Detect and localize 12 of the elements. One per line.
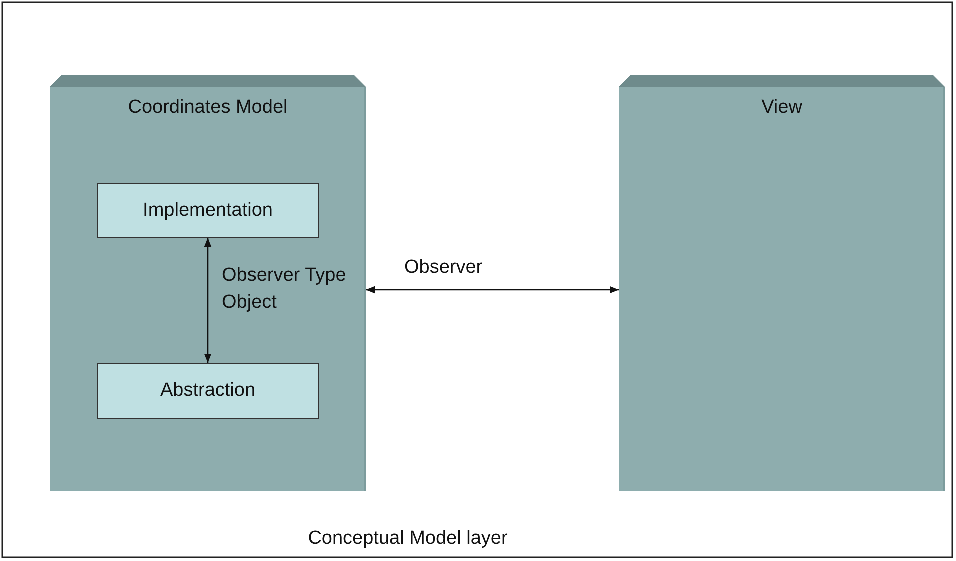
diagram-caption: Conceptual Model layer	[307, 528, 509, 550]
double-arrow	[204, 238, 212, 363]
box-label: Implementation	[143, 200, 273, 222]
container-block	[50, 75, 366, 491]
double-arrow	[366, 286, 619, 294]
container-block	[619, 75, 945, 491]
box-label: Abstraction	[160, 380, 256, 402]
block-title: View	[760, 97, 804, 119]
component-box	[97, 183, 319, 238]
component-box	[97, 363, 319, 419]
block-title: Coordinates Model	[127, 97, 289, 119]
edge-label: Observer Type Object	[222, 264, 348, 314]
